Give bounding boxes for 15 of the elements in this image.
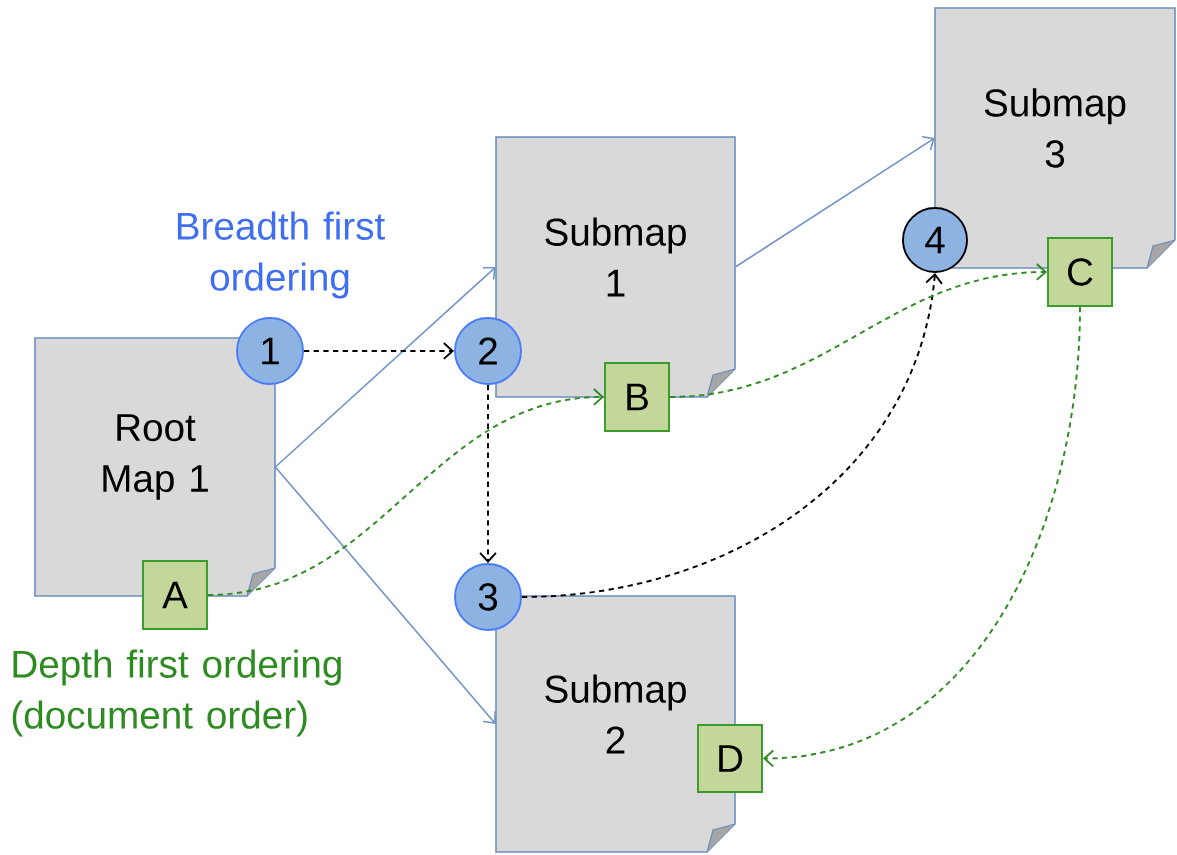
arrow (479, 384, 497, 563)
anchor-square: B (604, 362, 670, 432)
anchor-square: C (1047, 237, 1113, 307)
caption-text: Breadth first ordering (177, 211, 385, 299)
arrow (303, 342, 455, 360)
arrow (274, 466, 496, 724)
caption-text: Depth first ordering (document order) (12, 649, 341, 737)
arrow (521, 272, 943, 598)
arrow (207, 388, 605, 596)
arrow (274, 267, 496, 468)
anchor-square: D (697, 724, 763, 793)
arrow (669, 263, 1048, 398)
arrow (734, 135, 935, 268)
arrow (762, 306, 1081, 768)
anchor-square: A (142, 560, 208, 630)
